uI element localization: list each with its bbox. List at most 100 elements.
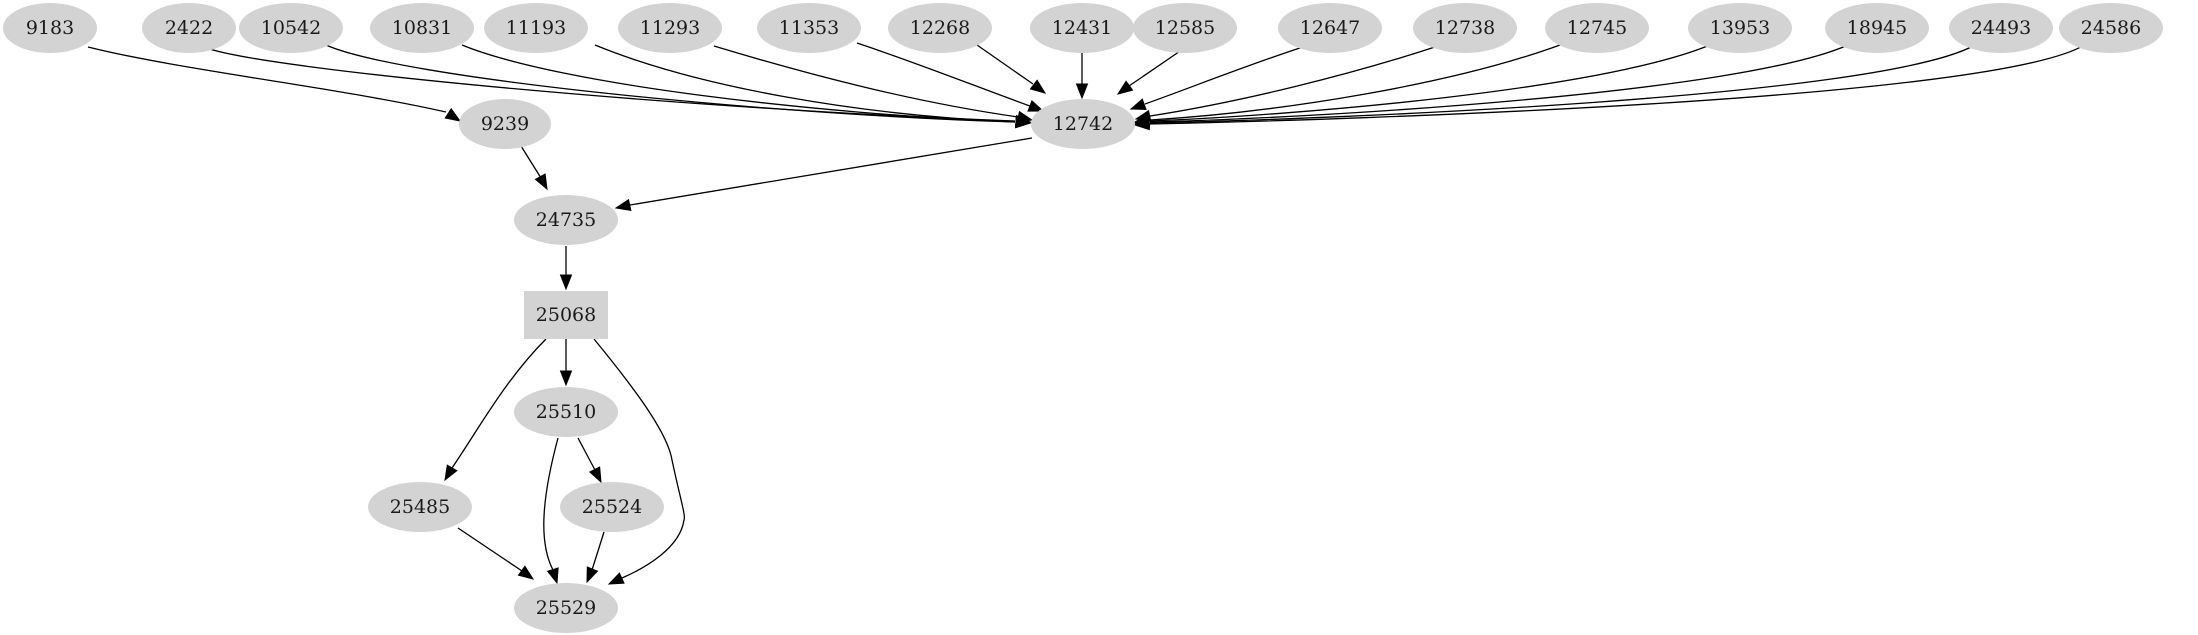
- node-ellipse: [1949, 3, 2053, 53]
- node-11193: 11193: [484, 3, 588, 53]
- node-ellipse: [560, 482, 664, 532]
- edge-arrowhead: [1133, 117, 1150, 131]
- node-label: 10831: [392, 17, 452, 39]
- node-ellipse: [1413, 3, 1517, 53]
- edge-25510-to-25529: [543, 437, 559, 585]
- edge-arrowhead: [588, 466, 602, 484]
- edge-9183-to-9239: [87, 46, 462, 122]
- edge-line: [461, 44, 1016, 123]
- edge-line: [1149, 45, 1439, 117]
- edge-arrowhead: [1116, 80, 1134, 95]
- edge-arrowhead: [607, 572, 625, 585]
- edge-line: [87, 46, 447, 113]
- node-label: 24493: [1971, 17, 2031, 39]
- edge-line: [543, 437, 559, 571]
- node-box: [524, 291, 608, 339]
- node-label: 12647: [1300, 17, 1360, 39]
- node-label: 13953: [1710, 17, 1770, 39]
- node-2422: 2422: [142, 3, 236, 53]
- node-ellipse: [1825, 3, 1929, 53]
- edge-11353-to-12742: [856, 42, 1045, 112]
- node-ellipse: [514, 583, 618, 633]
- edge-9239-to-24735: [520, 145, 548, 191]
- node-24586: 24586: [2059, 3, 2163, 53]
- node-25485: 25485: [368, 482, 472, 532]
- edge-line: [1149, 44, 1561, 121]
- node-ellipse: [459, 99, 551, 149]
- node-12742: 12742: [1031, 99, 1135, 149]
- node-label: 9183: [26, 17, 74, 39]
- node-ellipse: [3, 3, 97, 53]
- node-25510: 25510: [514, 387, 618, 437]
- node-13953: 13953: [1688, 3, 1792, 53]
- edge-12647-to-12742: [1129, 45, 1307, 110]
- edge-line: [591, 531, 605, 571]
- node-10831: 10831: [370, 3, 474, 53]
- edge-arrowhead: [1075, 83, 1089, 100]
- edge-24586-to-12742: [1133, 43, 2087, 131]
- edge-arrowhead: [1129, 98, 1147, 110]
- edge-line: [1128, 46, 1187, 87]
- edge-25068-to-25485: [444, 338, 547, 482]
- edge-line: [1149, 43, 2087, 125]
- edge-arrowhead: [586, 566, 599, 584]
- edge-line: [1149, 44, 1976, 124]
- node-label: 2422: [165, 17, 213, 39]
- node-9239: 9239: [459, 99, 551, 149]
- node-label: 12745: [1567, 17, 1627, 39]
- node-ellipse: [142, 3, 236, 53]
- node-label: 12431: [1052, 17, 1112, 39]
- node-ellipse: [514, 195, 618, 245]
- node-label: 12742: [1053, 113, 1113, 135]
- node-label: 25510: [536, 401, 596, 423]
- node-label: 12268: [910, 17, 970, 39]
- edge-line: [856, 42, 1031, 107]
- edge-line: [629, 137, 1033, 206]
- node-ellipse: [514, 387, 618, 437]
- node-label: 24586: [2081, 17, 2141, 39]
- edge-arrowhead: [1016, 110, 1034, 124]
- node-10542: 10542: [239, 3, 343, 53]
- node-label: 24735: [536, 209, 596, 231]
- node-12268: 12268: [888, 3, 992, 53]
- nodes-layer: 9183 2422 10542 10831 11193 11293 11353 12268 12…: [3, 3, 2163, 633]
- edge-24493-to-12742: [1133, 44, 1976, 130]
- edge-18945-to-12742: [1133, 44, 1849, 129]
- edge-line: [203, 46, 1016, 122]
- node-ellipse: [1688, 3, 1792, 53]
- edge-12431-to-12742: [1075, 53, 1089, 100]
- edge-arrowhead: [517, 565, 535, 580]
- edge-25068-to-25510: [559, 339, 573, 387]
- node-9183: 9183: [3, 3, 97, 53]
- edge-25524-to-25529: [586, 531, 605, 584]
- node-label: 11193: [506, 17, 566, 39]
- node-ellipse: [368, 482, 472, 532]
- edge-25510-to-25524: [577, 437, 602, 484]
- edge-arrowhead: [546, 567, 559, 585]
- node-ellipse: [1030, 3, 1134, 53]
- node-ellipse: [1545, 3, 1649, 53]
- node-ellipse: [239, 3, 343, 53]
- node-label: 18945: [1847, 17, 1907, 39]
- node-12585: 12585: [1133, 3, 1237, 53]
- edge-line: [520, 145, 542, 179]
- edge-arrowhead: [1027, 99, 1045, 112]
- node-ellipse: [2059, 3, 2163, 53]
- node-25529: 25529: [514, 583, 618, 633]
- edge-11193-to-12742: [594, 44, 1032, 129]
- edge-line: [457, 527, 523, 572]
- node-12431: 12431: [1030, 3, 1134, 53]
- edge-arrowhead: [559, 370, 573, 387]
- node-label: 11293: [640, 17, 700, 39]
- node-label: 25068: [536, 304, 596, 326]
- node-label: 11353: [779, 17, 839, 39]
- node-11353: 11353: [757, 3, 861, 53]
- edge-line: [713, 45, 1019, 118]
- edge-12742-to-24735: [614, 137, 1033, 212]
- node-12745: 12745: [1545, 3, 1649, 53]
- edge-line: [325, 44, 1016, 123]
- node-ellipse: [757, 3, 861, 53]
- node-ellipse: [888, 3, 992, 53]
- node-label: 25529: [536, 597, 596, 619]
- edge-line: [1144, 45, 1307, 105]
